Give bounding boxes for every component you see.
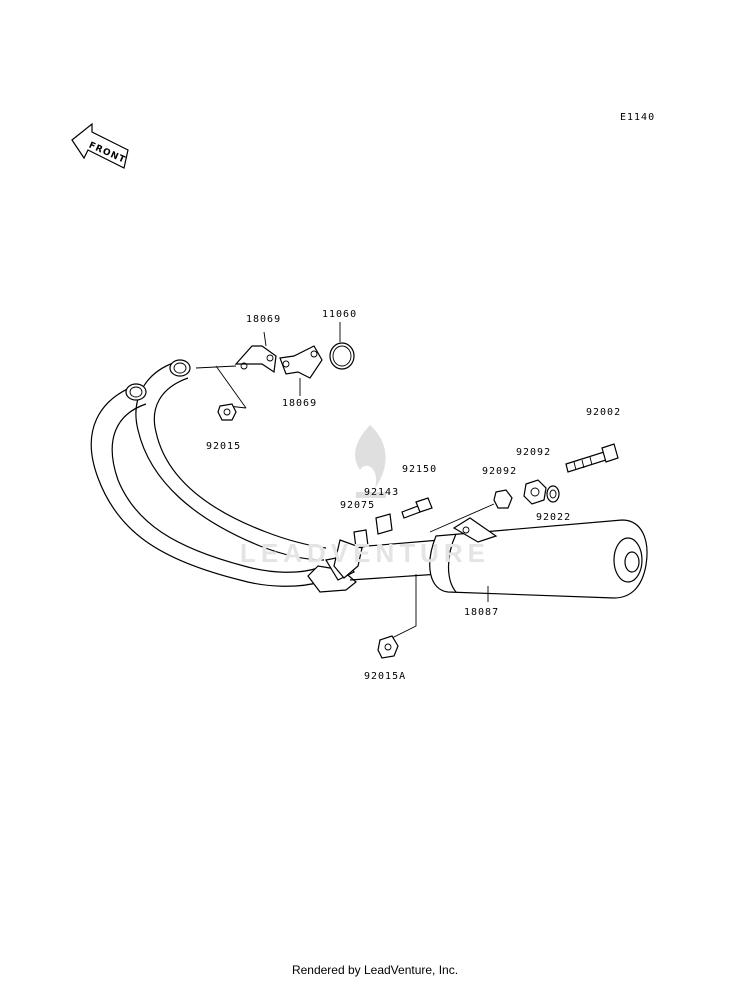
nut-92015 [217,403,237,421]
leader-lines [195,322,489,639]
part-label-18069-bottom[interactable]: 18069 [282,398,318,409]
part-label-92002[interactable]: 92002 [586,407,622,418]
part-label-92092-right[interactable]: 92092 [516,447,552,458]
ring-11060 [329,342,355,370]
grommet-92075 [353,529,369,549]
part-label-11060[interactable]: 11060 [322,309,358,320]
watermark-text: LEADVENTURE [240,538,491,568]
part-label-92015A[interactable]: 92015A [364,671,407,682]
gasket-18069-top [234,345,277,374]
part-label-92092-left[interactable]: 92092 [482,466,518,477]
part-label-92075[interactable]: 92075 [340,500,376,511]
gasket-18069-bottom [279,345,323,379]
washer-92022 [546,485,560,503]
part-label-92143[interactable]: 92143 [364,487,400,498]
collar-92092-left [429,489,513,533]
watermark-logo [355,425,386,498]
part-label-18069-top[interactable]: 18069 [246,314,282,325]
part-label-92015[interactable]: 92015 [206,441,242,452]
collar-92143 [375,513,393,535]
footer-credit: Rendered by LeadVenture, Inc. [291,963,459,977]
part-label-92022[interactable]: 92022 [536,512,572,523]
nut-92092-right [523,479,547,505]
diagram-code: E1140 [620,112,656,123]
bolt-92150 [401,497,433,519]
bolt-92002 [565,443,619,473]
front-arrow-icon: FRONT [71,122,129,169]
nut-92015A [377,635,399,659]
part-label-18087[interactable]: 18087 [464,607,500,618]
muffler [429,517,648,599]
part-label-92150[interactable]: 92150 [402,464,438,475]
